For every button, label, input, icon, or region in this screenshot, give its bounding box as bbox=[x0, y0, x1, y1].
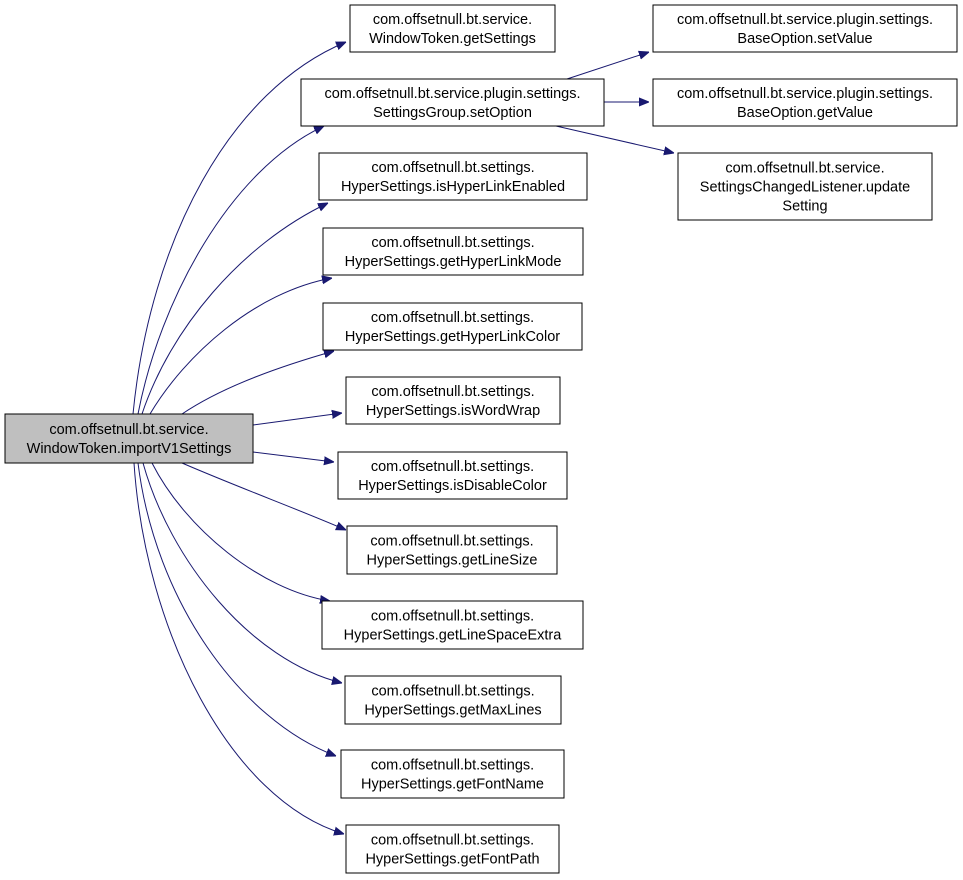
edge-root-to-getLineSpaceExtra bbox=[151, 462, 330, 601]
node-getLineSize[interactable]: com.offsetnull.bt.settings. HyperSettings… bbox=[346, 525, 558, 575]
node-label-line: com.offsetnull.bt.settings. bbox=[371, 684, 534, 700]
node-updateSetting[interactable]: com.offsetnull.bt.service. SettingsChange… bbox=[677, 152, 933, 221]
node-label-line: com.offsetnull.bt.settings. bbox=[371, 833, 534, 849]
node-label-line: com.offsetnull.bt.service.plugin.setting… bbox=[677, 12, 933, 28]
node-box bbox=[652, 4, 958, 53]
edge-root-to-isWordWrap bbox=[252, 413, 342, 426]
node-label-line: HyperSettings.getFontPath bbox=[365, 852, 539, 868]
node-label-line: com.offsetnull.bt.service. bbox=[49, 422, 208, 438]
node-box bbox=[318, 152, 588, 201]
node-getFontName[interactable]: com.offsetnull.bt.settings. HyperSettings… bbox=[340, 749, 565, 799]
node-box bbox=[344, 675, 562, 725]
node-box bbox=[337, 451, 568, 500]
node-setValue[interactable]: com.offsetnull.bt.service.plugin.setting… bbox=[652, 4, 958, 53]
edge-setOption-to-setValue bbox=[566, 52, 649, 80]
node-getHyperLinkColor[interactable]: com.offsetnull.bt.settings. HyperSettings… bbox=[322, 302, 583, 351]
node-box bbox=[349, 4, 556, 53]
node-isDisableColor[interactable]: com.offsetnull.bt.settings. HyperSettings… bbox=[337, 451, 568, 500]
node-label-line: com.offsetnull.bt.settings. bbox=[371, 160, 534, 176]
node-label-line: SettingsGroup.setOption bbox=[373, 105, 532, 121]
node-label-line: SettingsChangedListener.update bbox=[700, 180, 910, 196]
node-label-line: WindowToken.getSettings bbox=[369, 31, 536, 47]
node-label-line: com.offsetnull.bt.service.plugin.setting… bbox=[677, 86, 933, 102]
node-setOption[interactable]: com.offsetnull.bt.service.plugin.setting… bbox=[300, 78, 605, 127]
node-box bbox=[345, 824, 560, 874]
node-label-line: com.offsetnull.bt.service. bbox=[725, 161, 884, 177]
node-label-line: com.offsetnull.bt.service.plugin.setting… bbox=[324, 86, 580, 102]
node-label-line: HyperSettings.isWordWrap bbox=[366, 403, 540, 419]
node-label-line: com.offsetnull.bt.settings. bbox=[371, 235, 534, 251]
node-box bbox=[677, 152, 933, 221]
node-label-line: Setting bbox=[782, 199, 827, 215]
node-label-line: HyperSettings.getLineSpaceExtra bbox=[344, 628, 563, 644]
node-isHyperLinkEnabled[interactable]: com.offsetnull.bt.settings. HyperSettings… bbox=[318, 152, 588, 201]
edge-root-to-setOption bbox=[137, 126, 324, 415]
node-root[interactable]: com.offsetnull.bt.service. WindowToken.im… bbox=[4, 413, 254, 464]
node-label-line: HyperSettings.isDisableColor bbox=[358, 478, 547, 494]
edge-root-to-getHyperLinkColor bbox=[181, 351, 334, 415]
node-getValue[interactable]: com.offsetnull.bt.service.plugin.setting… bbox=[652, 78, 958, 127]
node-label-line: com.offsetnull.bt.settings. bbox=[371, 459, 534, 475]
node-label-line: com.offsetnull.bt.settings. bbox=[371, 609, 534, 625]
edge-root-to-getLineSize bbox=[181, 462, 346, 530]
node-getLineSpaceExtra[interactable]: com.offsetnull.bt.settings. HyperSettings… bbox=[321, 600, 584, 650]
node-isWordWrap[interactable]: com.offsetnull.bt.settings. HyperSettings… bbox=[345, 376, 561, 425]
node-label-line: HyperSettings.getMaxLines bbox=[364, 703, 541, 719]
edge-root-to-getFontPath bbox=[133, 462, 344, 834]
node-getFontPath[interactable]: com.offsetnull.bt.settings. HyperSettings… bbox=[345, 824, 560, 874]
node-label-line: HyperSettings.getHyperLinkMode bbox=[345, 254, 562, 270]
node-box bbox=[340, 749, 565, 799]
node-label-line: BaseOption.getValue bbox=[737, 105, 873, 121]
node-box bbox=[346, 525, 558, 575]
node-box bbox=[321, 600, 584, 650]
node-label-line: com.offsetnull.bt.settings. bbox=[371, 758, 534, 774]
edge-root-to-getMaxLines bbox=[142, 462, 342, 683]
edge-root-to-isDisableColor bbox=[252, 451, 334, 462]
node-box bbox=[300, 78, 605, 127]
node-label-line: HyperSettings.getFontName bbox=[361, 777, 544, 793]
node-label-line: HyperSettings.getLineSize bbox=[367, 553, 538, 569]
node-label-line: HyperSettings.getHyperLinkColor bbox=[345, 329, 560, 345]
node-box bbox=[345, 376, 561, 425]
edge-root-to-getHyperLinkMode bbox=[149, 278, 332, 415]
node-label-line: BaseOption.setValue bbox=[737, 31, 872, 47]
edge-root-to-getFontName bbox=[137, 462, 336, 756]
node-label-line: com.offsetnull.bt.settings. bbox=[371, 310, 534, 326]
node-box bbox=[4, 413, 254, 464]
node-box bbox=[652, 78, 958, 127]
node-label-line: WindowToken.importV1Settings bbox=[27, 441, 232, 457]
node-getHyperLinkMode[interactable]: com.offsetnull.bt.settings. HyperSettings… bbox=[322, 227, 584, 276]
node-label-line: com.offsetnull.bt.settings. bbox=[370, 534, 533, 550]
node-getMaxLines[interactable]: com.offsetnull.bt.settings. HyperSettings… bbox=[344, 675, 562, 725]
edge-root-to-getSettings bbox=[132, 42, 346, 415]
node-box bbox=[322, 227, 584, 276]
node-label-line: HyperSettings.isHyperLinkEnabled bbox=[341, 179, 565, 195]
edge-setOption-to-updateSetting bbox=[555, 125, 674, 153]
node-label-line: com.offsetnull.bt.service. bbox=[373, 12, 532, 28]
node-label-line: com.offsetnull.bt.settings. bbox=[371, 384, 534, 400]
edge-root-to-isHyperLinkEnabled bbox=[141, 203, 328, 415]
node-getSettings[interactable]: com.offsetnull.bt.service. WindowToken.ge… bbox=[349, 4, 556, 53]
node-box bbox=[322, 302, 583, 351]
